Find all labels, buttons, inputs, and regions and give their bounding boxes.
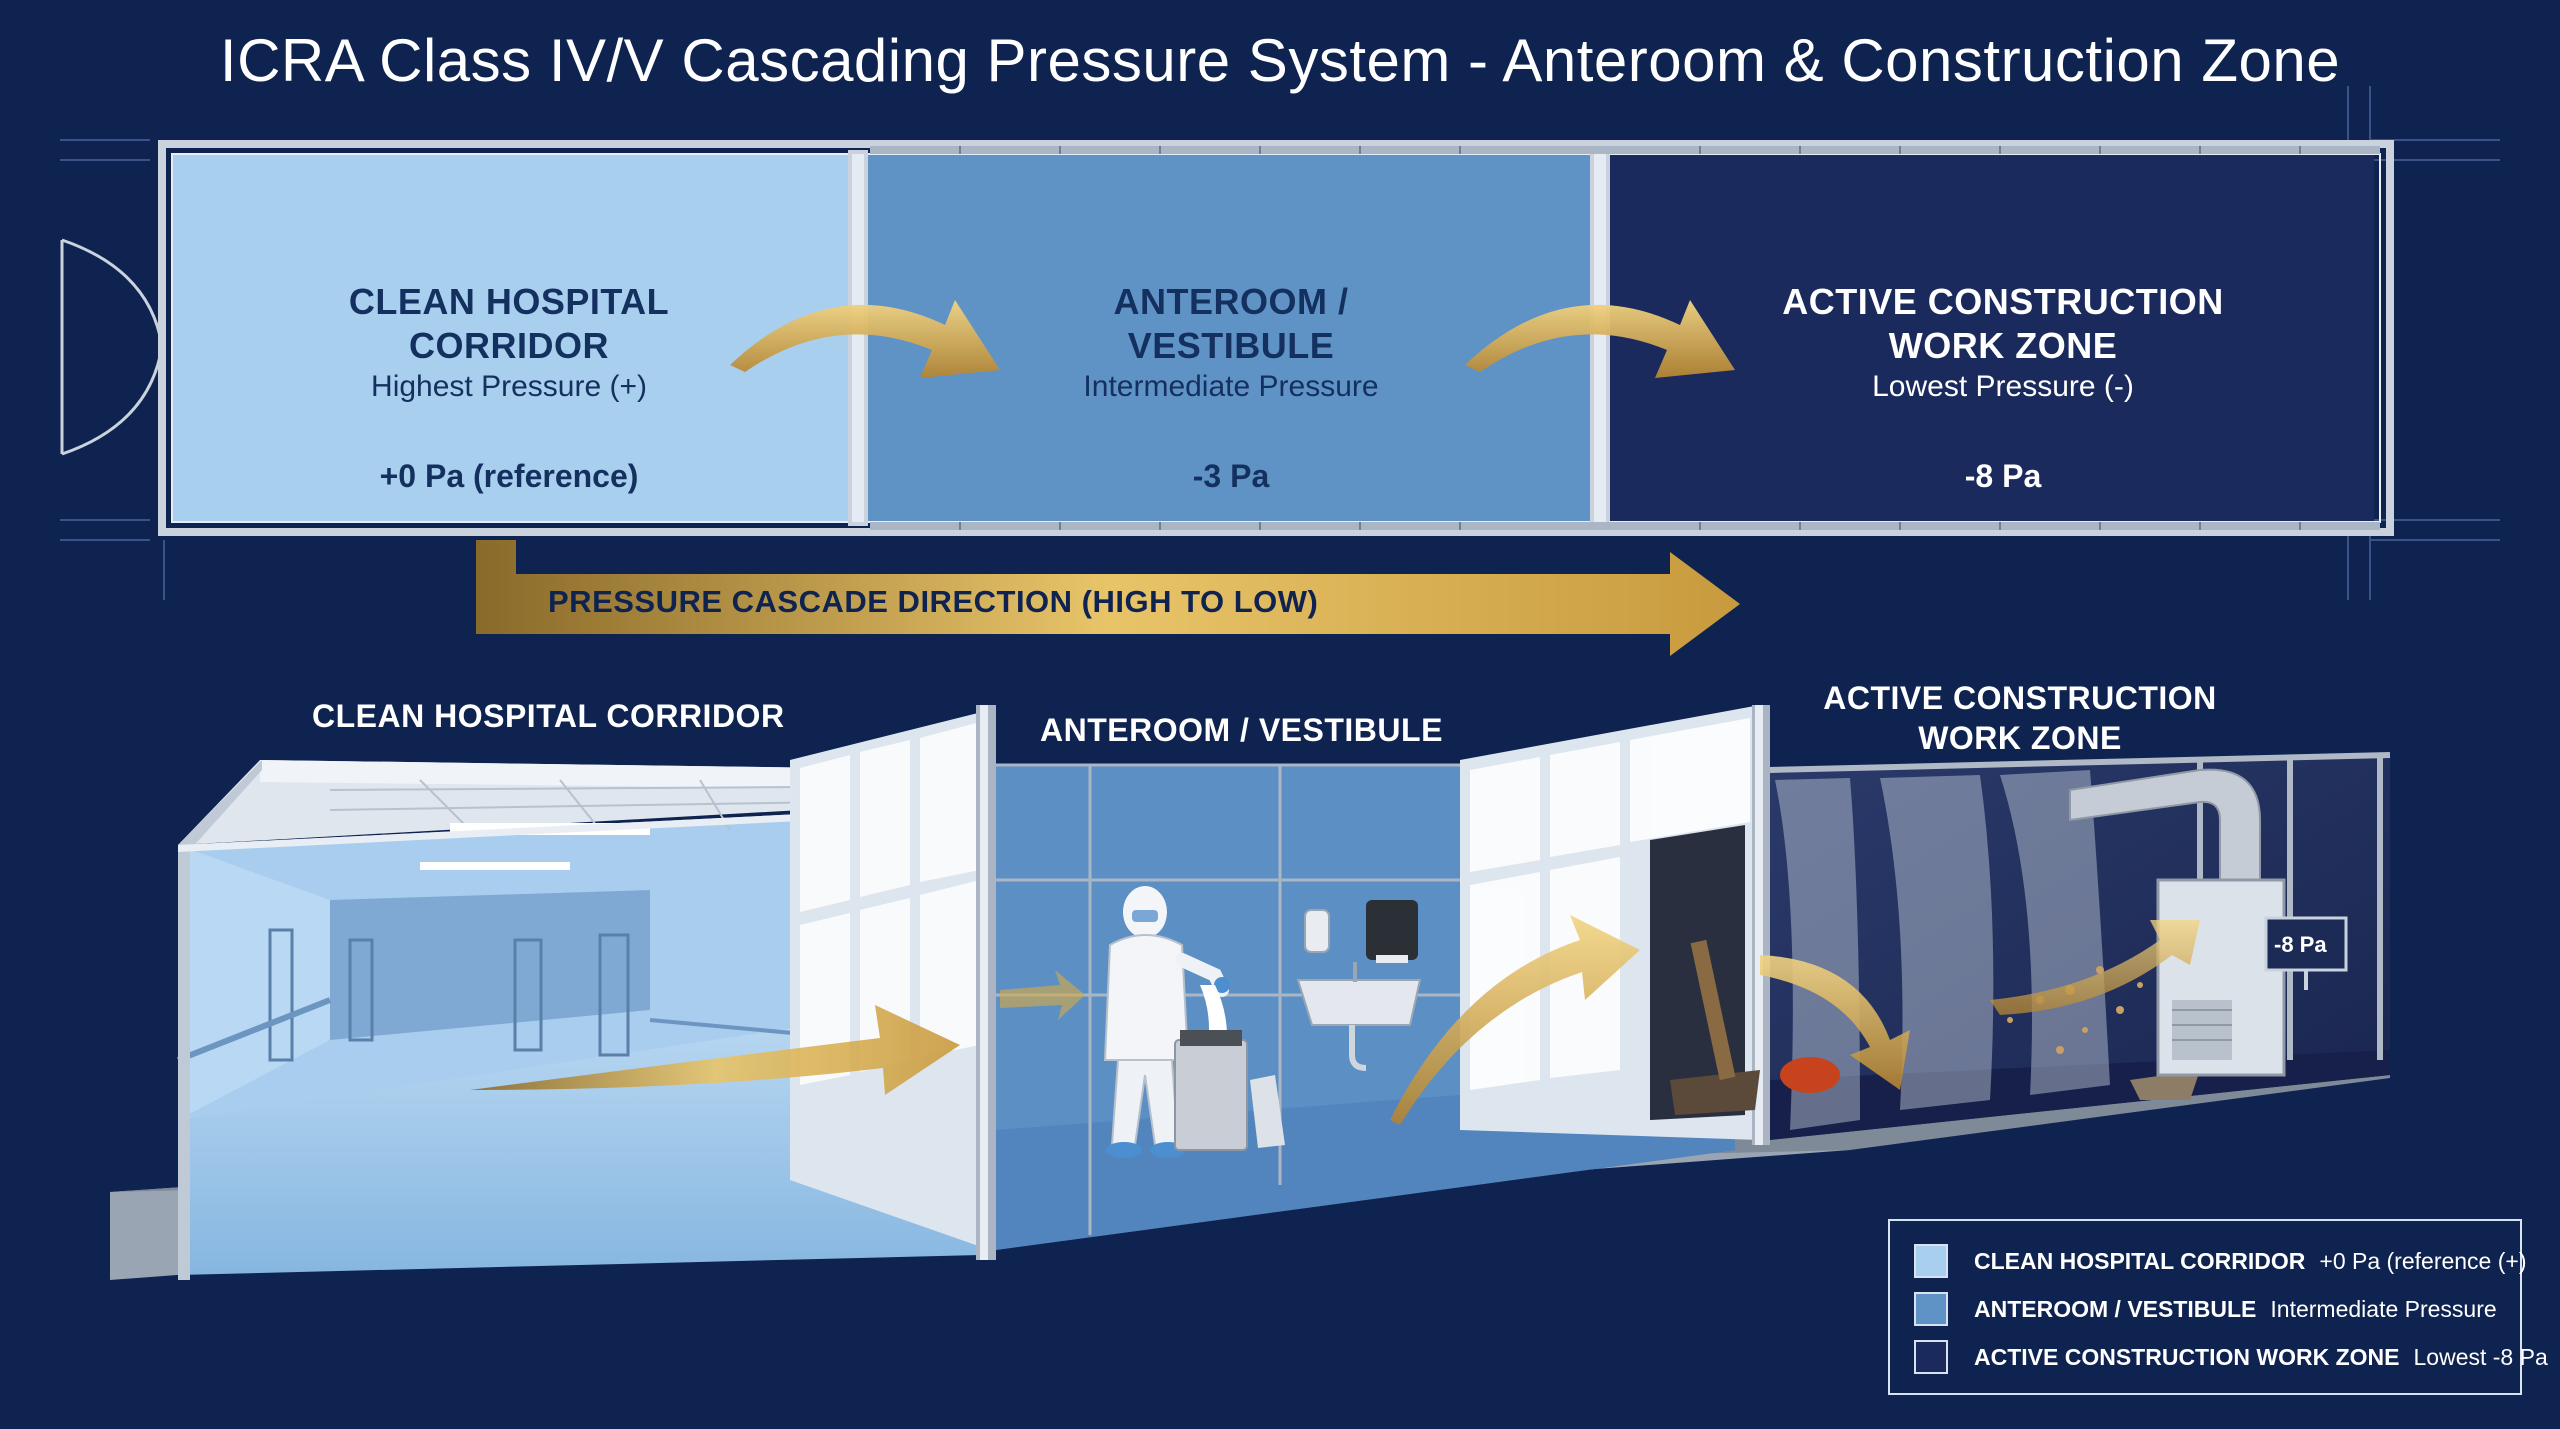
worker-ppe-icon <box>1103 886 1285 1158</box>
sink-icon <box>1296 962 1422 1071</box>
legend-name: ACTIVE CONSTRUCTION WORK ZONE <box>1974 1343 2400 1370</box>
cascade-direction-label: PRESSURE CASCADE DIRECTION (HIGH TO LOW) <box>548 584 1319 619</box>
legend-item: ACTIVE CONSTRUCTION WORK ZONE Lowest -8 … <box>1914 1337 2548 1377</box>
paper-towel-dispenser-icon <box>1366 900 1418 963</box>
zone-corridor-plan <box>172 154 852 522</box>
zone-anteroom-label: ANTEROOM / VESTIBULE Intermediate Pressu… <box>951 280 1511 404</box>
zone-name: CLEAN HOSPITAL <box>348 281 670 322</box>
room-label-construction: ACTIVE CONSTRUCTION WORK ZONE <box>1800 678 2240 758</box>
zone-pressure-desc: Highest Pressure (+) <box>371 370 647 403</box>
plastic-curtain-icon <box>1775 770 2110 1130</box>
zone-name: CORRIDOR <box>409 325 609 366</box>
legend-name: CLEAN HOSPITAL CORRIDOR <box>1974 1247 2306 1274</box>
airflow-arrow-icon <box>470 915 2200 1125</box>
room-label-line: WORK ZONE <box>1918 720 2122 756</box>
room-label-line: ACTIVE CONSTRUCTION <box>1823 680 2217 716</box>
zone-anteroom-plan <box>862 154 1592 522</box>
legend-item: CLEAN HOSPITAL CORRIDOR +0 Pa (reference… <box>1914 1241 2527 1281</box>
legend-desc: +0 Pa (reference (+) <box>2319 1247 2527 1274</box>
zone-pressure-value: -3 Pa <box>1192 458 1270 494</box>
zone-construction-plan <box>1604 154 2374 522</box>
cutaway-view <box>110 705 2391 1280</box>
zone-name: VESTIBULE <box>1127 325 1335 366</box>
plan-view <box>60 140 2394 536</box>
legend-name: ANTEROOM / VESTIBULE <box>1974 1295 2257 1322</box>
zone-pressure-value: +0 Pa (reference) <box>379 458 639 494</box>
zone-pressure-value: -8 Pa <box>1964 458 2042 494</box>
legend-swatch <box>1914 1340 1948 1374</box>
zone-corridor-label: CLEAN HOSPITAL CORRIDOR Highest Pressure… <box>229 280 789 404</box>
monitor-icon <box>2264 916 2348 990</box>
zone-name: ACTIVE CONSTRUCTION <box>1782 281 2224 322</box>
zone-name: ANTEROOM / <box>1113 281 1349 322</box>
legend-desc: Intermediate Pressure <box>2270 1295 2497 1322</box>
soap-dispenser-icon <box>1304 909 1330 953</box>
door-icon <box>60 238 164 456</box>
corridor-ante-partition <box>790 705 996 1260</box>
zone-name: WORK ZONE <box>1888 325 2118 366</box>
room-label-corridor: CLEAN HOSPITAL CORRIDOR <box>312 698 785 734</box>
monitor-readout: -8 Pa <box>2274 932 2327 957</box>
duct-icon <box>2069 768 2261 886</box>
legend-desc: Lowest -8 Pa <box>2413 1343 2548 1370</box>
zone-pressure-desc: Lowest Pressure (-) <box>1872 370 2134 403</box>
airflow-arrow-icon <box>730 300 1735 378</box>
zone-construction-label: ACTIVE CONSTRUCTION WORK ZONE Lowest Pre… <box>1723 280 2283 404</box>
hepa-unit-icon <box>2156 878 2286 1077</box>
cascade-arrow <box>476 540 1740 656</box>
diagram-title: ICRA Class IV/V Cascading Pressure Syste… <box>219 27 2341 94</box>
legend-swatch <box>1914 1244 1948 1278</box>
room-label-anteroom: ANTEROOM / VESTIBULE <box>1040 712 1443 748</box>
legend-swatch <box>1914 1292 1948 1326</box>
legend-item: ANTEROOM / VESTIBULE Intermediate Pressu… <box>1914 1289 2497 1329</box>
zone-pressure-desc: Intermediate Pressure <box>1083 370 1379 403</box>
legend: CLEAN HOSPITAL CORRIDOR +0 Pa (reference… <box>1888 1219 2548 1395</box>
